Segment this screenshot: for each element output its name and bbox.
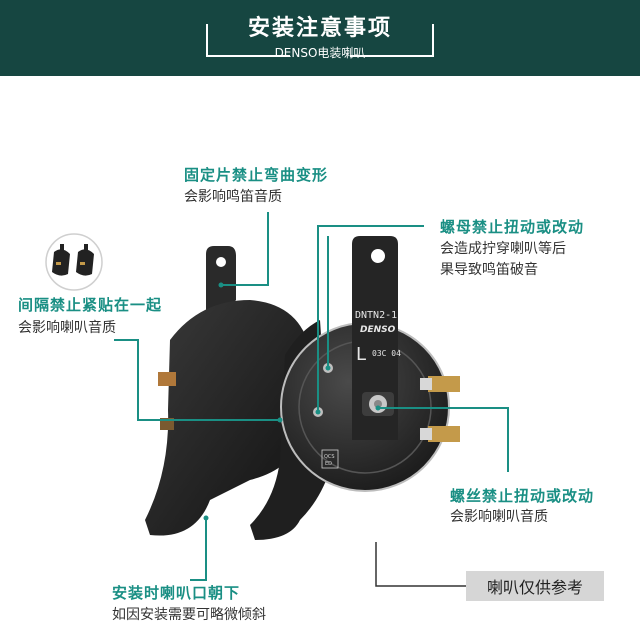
header-frame-bottom-right — [350, 55, 434, 57]
header-frame-left — [206, 24, 208, 56]
leader-lines — [114, 212, 509, 581]
spacing-warning-title: 间隔禁止紧贴在一起 — [18, 296, 163, 314]
horn-qc-mark-2: ED — [325, 461, 332, 467]
nut-warning-desc-line2: 果导致鸣笛破音 — [440, 262, 538, 278]
bracket-warning-desc: 会影响鸣笛音质 — [184, 189, 282, 205]
header-frame-right — [432, 24, 434, 56]
screw-warning-title: 螺丝禁止扭动或改动 — [450, 487, 595, 505]
horn-size-mark: L — [356, 344, 366, 365]
screw-warning-desc: 会影响喇叭音质 — [450, 509, 548, 525]
horn-brand-text: DENSO — [360, 325, 396, 335]
header-frame-bottom-left — [206, 55, 290, 57]
bracket-warning-title: 固定片禁止弯曲变形 — [184, 166, 329, 184]
horn-part-code: 03C 04 — [372, 349, 401, 358]
reference-leader — [375, 542, 466, 587]
screw-leader — [378, 407, 509, 472]
mouth-direction-desc: 如因安装需要可略微倾斜 — [112, 607, 266, 623]
page-title: 安装注意事项 — [247, 16, 392, 41]
page-subtitle: DENSO电装喇叭 — [274, 46, 366, 60]
reference-note-badge: 喇叭仅供参考 — [466, 571, 604, 601]
nut-leader-1 — [317, 225, 424, 412]
horn-qc-mark-1: QCS — [324, 454, 335, 460]
mouth-leader — [190, 518, 207, 581]
bracket-leader — [221, 212, 269, 286]
spacing-warning-desc: 会影响喇叭音质 — [18, 320, 116, 336]
horn-pair-icon — [45, 233, 103, 291]
nut-warning-title: 螺母禁止扭动或改动 — [440, 218, 585, 236]
nut-warning-desc-line1: 会造成拧穿喇叭等后 — [440, 241, 566, 257]
right-horn: DNTN2-1 DENSO L 03C 04 QCS ED — [250, 236, 460, 540]
horn-model-text: DNTN2-1 — [355, 310, 397, 321]
spacing-leader — [114, 339, 280, 421]
mouth-direction-title: 安装时喇叭口朝下 — [112, 584, 241, 602]
header-banner: 安装注意事项 DENSO电装喇叭 — [0, 0, 640, 76]
